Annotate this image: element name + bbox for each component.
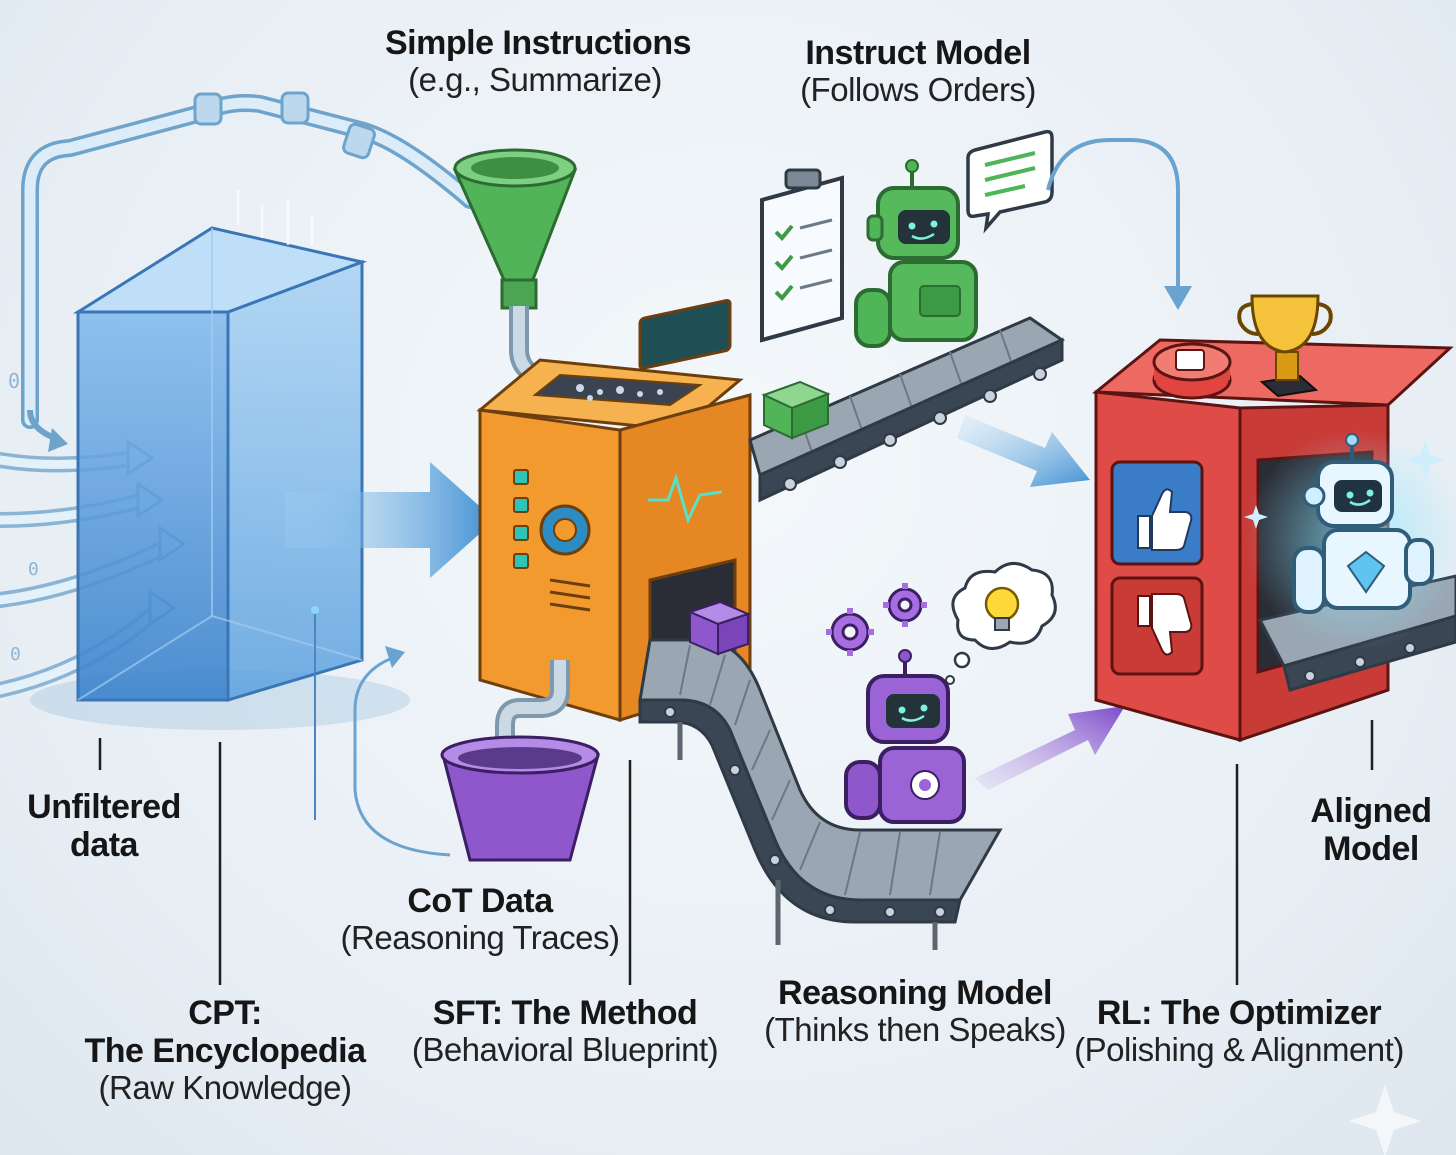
simple-instructions-title: Simple Instructions — [385, 24, 685, 62]
arrow-instruct-to-rl — [1048, 140, 1178, 290]
instruct-model-robot — [856, 160, 976, 346]
unfiltered-data-line2: data — [14, 826, 194, 864]
svg-text:0: 0 — [28, 559, 39, 580]
reasoning-model-subtitle: (Thinks then Speaks) — [760, 1012, 1070, 1049]
rl-label: RL: The Optimizer (Polishing & Alignment… — [1062, 994, 1416, 1069]
gear-icon — [826, 583, 927, 656]
reasoning-model-label: Reasoning Model (Thinks then Speaks) — [760, 974, 1070, 1049]
speech-bubble-icon — [968, 132, 1052, 228]
simple-instructions-subtitle: (e.g., Summarize) — [385, 62, 685, 99]
cot-data-subtitle: (Reasoning Traces) — [330, 920, 630, 957]
cot-data-title: CoT Data — [330, 882, 630, 920]
reasoning-model-title: Reasoning Model — [760, 974, 1070, 1012]
top-conveyor — [750, 318, 1062, 500]
lightbulb-icon — [946, 563, 1055, 684]
clipboard-checklist-icon — [762, 170, 842, 340]
sft-title: SFT: The Method — [400, 994, 730, 1032]
reasoning-model-robot — [846, 650, 964, 822]
cot-data-label: CoT Data (Reasoning Traces) — [330, 882, 630, 957]
svg-text:0: 0 — [10, 644, 21, 665]
svg-text:0: 0 — [8, 369, 20, 393]
simple-instructions-funnel — [455, 150, 580, 390]
cpt-subtitle: (Raw Knowledge) — [80, 1070, 370, 1107]
pipe-arrow-head — [48, 428, 68, 452]
arrow-reasoning-to-rl — [975, 706, 1125, 790]
instruct-model-title: Instruct Model — [788, 34, 1048, 72]
arrow-to-rl — [957, 415, 1090, 487]
rl-subtitle: (Polishing & Alignment) — [1062, 1032, 1416, 1069]
cpt-label: CPT: The Encyclopedia (Raw Knowledge) — [80, 994, 370, 1107]
aligned-model-line2: Model — [1286, 830, 1456, 868]
rl-title: RL: The Optimizer — [1062, 994, 1416, 1032]
sft-subtitle: (Behavioral Blueprint) — [400, 1032, 730, 1069]
cpt-line2: The Encyclopedia — [80, 1032, 370, 1070]
unfiltered-data-label: Unfiltered data — [14, 788, 194, 864]
aligned-model-line1: Aligned — [1286, 792, 1456, 830]
cpt-line1: CPT: — [80, 994, 370, 1032]
simple-instructions-label: Simple Instructions (e.g., Summarize) — [385, 24, 685, 99]
instruct-model-label: Instruct Model (Follows Orders) — [788, 34, 1048, 109]
unfiltered-data-line1: Unfiltered — [14, 788, 194, 826]
sft-label: SFT: The Method (Behavioral Blueprint) — [400, 994, 730, 1069]
instruct-model-subtitle: (Follows Orders) — [788, 72, 1048, 109]
aligned-model-label: Aligned Model — [1286, 792, 1456, 868]
